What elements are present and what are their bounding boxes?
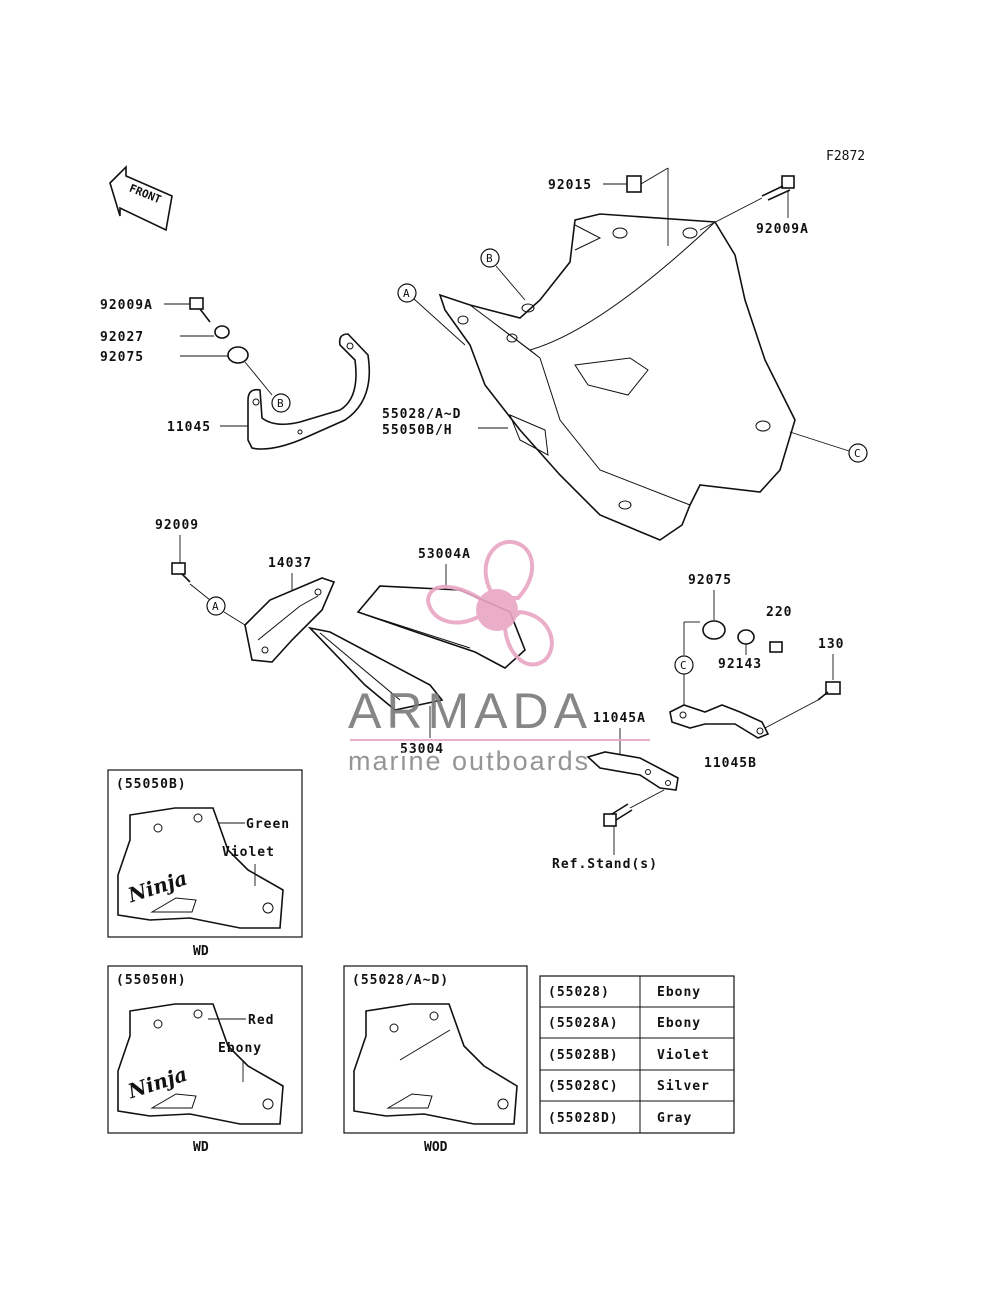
table-code: (55028A) bbox=[548, 1016, 619, 1031]
watermark-brand: ARMADA bbox=[348, 683, 592, 739]
grommet-92075-left bbox=[227, 346, 249, 364]
callout-c-fairing: C bbox=[854, 447, 861, 460]
callout-b-fairing: B bbox=[486, 252, 493, 265]
inset-55050b-title: (55050B) bbox=[116, 777, 187, 792]
inset-55028: (55028/A~D) WOD bbox=[343, 965, 528, 1155]
part-14037: 14037 bbox=[268, 556, 312, 571]
diagram-code: F2872 bbox=[826, 149, 865, 164]
part-220: 220 bbox=[766, 605, 792, 620]
ref-stand-label: Ref.Stand(s) bbox=[552, 857, 658, 872]
bolt-130 bbox=[817, 681, 841, 701]
part-92015: 92015 bbox=[548, 178, 592, 193]
part-11045b: 11045B bbox=[704, 756, 757, 771]
inset-55028-title: (55028/A~D) bbox=[352, 973, 449, 988]
table-code: (55028D) bbox=[548, 1111, 619, 1126]
table-color: Ebony bbox=[657, 985, 701, 1000]
collar-92143 bbox=[737, 629, 755, 645]
part-92009a-top: 92009A bbox=[756, 222, 809, 237]
table-code: (55028C) bbox=[548, 1079, 619, 1094]
part-92009: 92009 bbox=[155, 518, 199, 533]
bolt-92009a-left bbox=[189, 297, 211, 323]
grommet-92075-right bbox=[702, 620, 726, 640]
callout-c-bracket: C bbox=[680, 659, 687, 672]
inset-55050b-color1: Green bbox=[246, 817, 290, 832]
inset-55050h-color2: Ebony bbox=[218, 1041, 262, 1056]
callout-a-left: A bbox=[212, 600, 219, 613]
part-53004a: 53004A bbox=[418, 547, 471, 562]
inset-55050b: (55050B) Ninja Green Violet WD bbox=[107, 769, 303, 959]
part-92143: 92143 bbox=[718, 657, 762, 672]
collar-92027 bbox=[214, 325, 230, 339]
bolt-ref-stand bbox=[603, 803, 633, 827]
watermark-tagline: marine outboards bbox=[348, 746, 590, 776]
bracket-11045a bbox=[586, 751, 679, 791]
lower-fairing bbox=[438, 213, 796, 541]
callout-a-fairing: A bbox=[403, 287, 410, 300]
inset-55050h-caption: WD bbox=[193, 1140, 209, 1155]
part-92009a-left: 92009A bbox=[100, 298, 153, 313]
part-11045a: 11045A bbox=[593, 711, 646, 726]
inset-55028-caption: WOD bbox=[424, 1140, 448, 1155]
table-color: Gray bbox=[657, 1111, 692, 1126]
bolt-92009 bbox=[171, 562, 191, 583]
inset-55050b-color2: Violet bbox=[222, 845, 275, 860]
part-55050: 55050B/H bbox=[382, 423, 453, 438]
part-92027: 92027 bbox=[100, 330, 144, 345]
nut-220 bbox=[769, 641, 783, 653]
part-92075-right: 92075 bbox=[688, 573, 732, 588]
table-code: (55028B) bbox=[548, 1048, 619, 1063]
front-arrow-icon: FRONT bbox=[109, 165, 173, 232]
part-53004: 53004 bbox=[400, 742, 444, 757]
bolt-92009a-top bbox=[699, 175, 795, 231]
table-color: Silver bbox=[657, 1079, 710, 1094]
inset-55050h-title: (55050H) bbox=[116, 973, 187, 988]
callout-b-bracket: B bbox=[277, 397, 284, 410]
clip-92015 bbox=[603, 167, 669, 246]
bracket-14037 bbox=[244, 577, 336, 663]
part-11045: 11045 bbox=[167, 420, 211, 435]
bracket-11045 bbox=[247, 333, 371, 450]
part-130: 130 bbox=[818, 637, 844, 652]
table-code: (55028) bbox=[548, 985, 610, 1000]
table-color: Violet bbox=[657, 1048, 710, 1063]
inset-55050h: (55050H) Ninja Red Ebony WD bbox=[107, 965, 303, 1155]
bracket-11045b bbox=[669, 704, 770, 739]
color-table: (55028) Ebony (55028A) Ebony (55028B) Vi… bbox=[539, 975, 735, 1134]
propeller-logo-icon bbox=[425, 539, 554, 667]
inset-55050h-color1: Red bbox=[248, 1013, 274, 1028]
part-92075-left: 92075 bbox=[100, 350, 144, 365]
part-55028: 55028/A~D bbox=[382, 407, 461, 422]
cover-53004 bbox=[307, 626, 444, 711]
inset-55050b-caption: WD bbox=[193, 944, 209, 959]
armada-watermark: ARMADA marine outboards bbox=[348, 539, 650, 776]
table-color: Ebony bbox=[657, 1016, 701, 1031]
